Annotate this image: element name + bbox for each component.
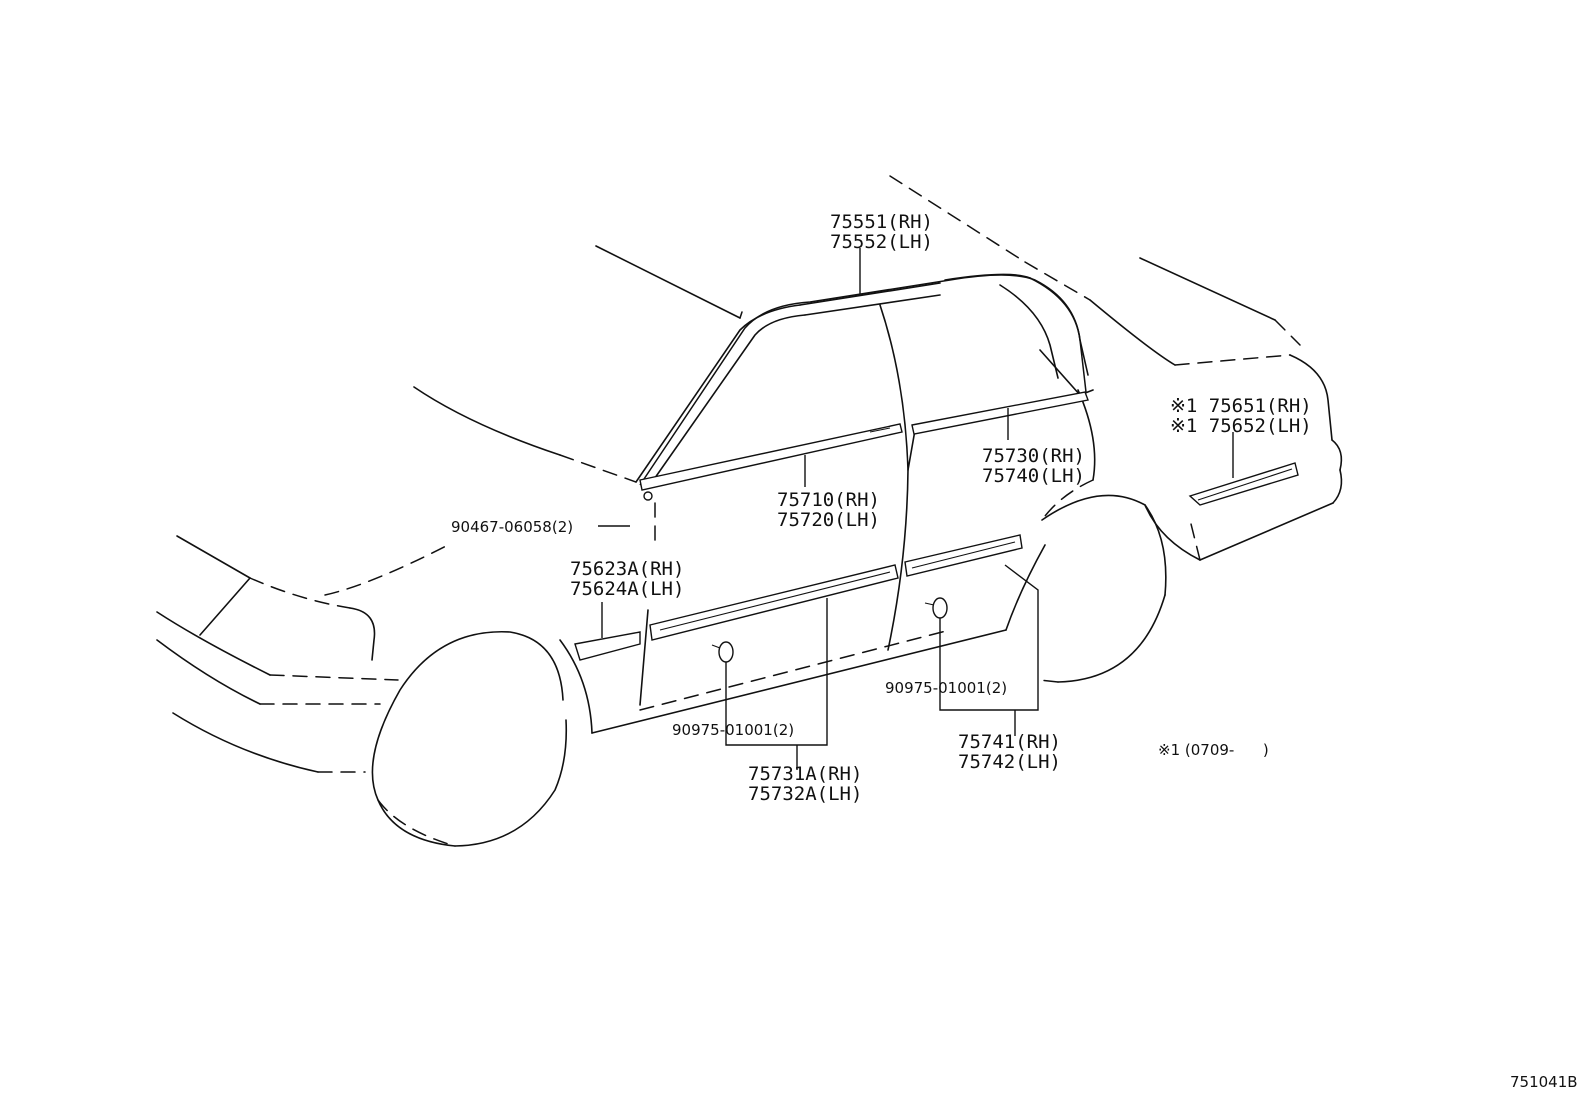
moldings <box>574 274 1299 663</box>
part-labels: 75551(RH) 75552(LH) 75730(RH) 75740(LH) … <box>451 211 1578 1091</box>
diagram-code: 751041B <box>1510 1073 1578 1091</box>
clip-front <box>718 641 734 663</box>
clip-rear <box>932 597 948 619</box>
footnote: ※1 (0709- ) <box>1158 741 1269 759</box>
fender-screw <box>643 491 653 501</box>
label-front-door-belt-rh: 75710(RH) <box>777 489 880 511</box>
front-door-side-molding <box>649 564 899 641</box>
label-front-door-molding-rh: 75731A(RH) <box>748 763 862 785</box>
label-rear-door-belt-lh: 75740(LH) <box>982 465 1085 487</box>
label-rear-door-molding-rh: 75741(RH) <box>958 731 1061 753</box>
label-clip-front: 90975-01001(2) <box>672 721 794 739</box>
label-quarter-molding-lh: ※1 75652(LH) <box>1170 415 1312 437</box>
label-quarter-molding-rh: ※1 75651(RH) <box>1170 395 1312 417</box>
quarter-molding <box>1188 462 1299 506</box>
label-roof-molding-lh: 75552(LH) <box>830 231 933 253</box>
label-roof-molding-rh: 75551(RH) <box>830 211 933 233</box>
fender-molding <box>574 631 641 661</box>
label-fender-molding-rh: 75623A(RH) <box>570 558 684 580</box>
label-front-door-molding-lh: 75732A(LH) <box>748 783 862 805</box>
label-fender-molding-lh: 75624A(LH) <box>570 578 684 600</box>
label-front-door-belt-lh: 75720(LH) <box>777 509 880 531</box>
label-clip-rear: 90975-01001(2) <box>885 679 1007 697</box>
label-rear-door-molding-lh: 75742(LH) <box>958 751 1061 773</box>
label-fender-screw: 90467-06058(2) <box>451 518 573 536</box>
leader-lines <box>598 248 1234 770</box>
rear-door-belt-molding <box>911 391 1089 435</box>
front-door-belt-molding <box>639 423 903 491</box>
label-rear-door-belt-rh: 75730(RH) <box>982 445 1085 467</box>
car-body-outline <box>156 175 1343 847</box>
